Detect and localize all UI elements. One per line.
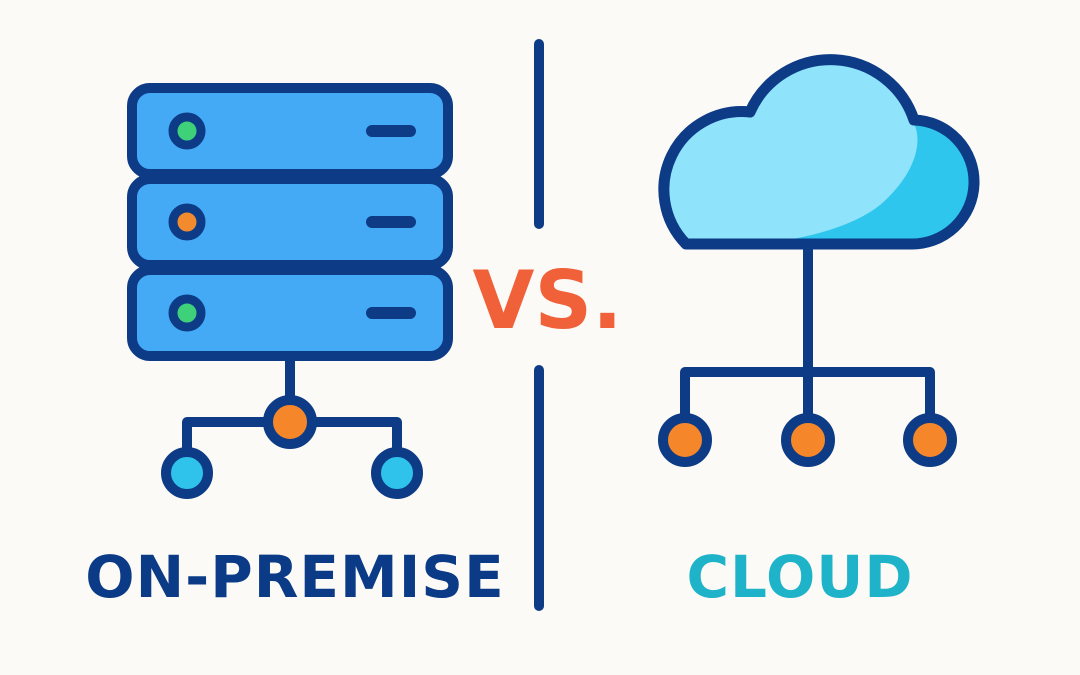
status-light-2 — [168, 203, 206, 241]
on-premise-label: ON-PREMISE — [85, 543, 505, 611]
cloud-node-right — [903, 413, 957, 467]
server-rack-icon — [127, 83, 453, 499]
server-unit-3 — [127, 265, 453, 361]
server-node-right — [371, 447, 423, 499]
server-unit-2 — [127, 174, 453, 270]
cloud-icon — [658, 54, 980, 467]
cloud-network-tree — [680, 244, 935, 425]
status-light-1 — [168, 112, 206, 150]
server-node-left — [161, 447, 213, 499]
status-light-3 — [168, 294, 206, 332]
server-hub-node — [263, 395, 317, 449]
cloud-node-left — [658, 413, 712, 467]
cloud-node-center — [781, 413, 835, 467]
server-unit-1 — [127, 83, 453, 179]
vs-label: VS. — [472, 254, 623, 347]
cloud-label: CLOUD — [686, 543, 914, 611]
